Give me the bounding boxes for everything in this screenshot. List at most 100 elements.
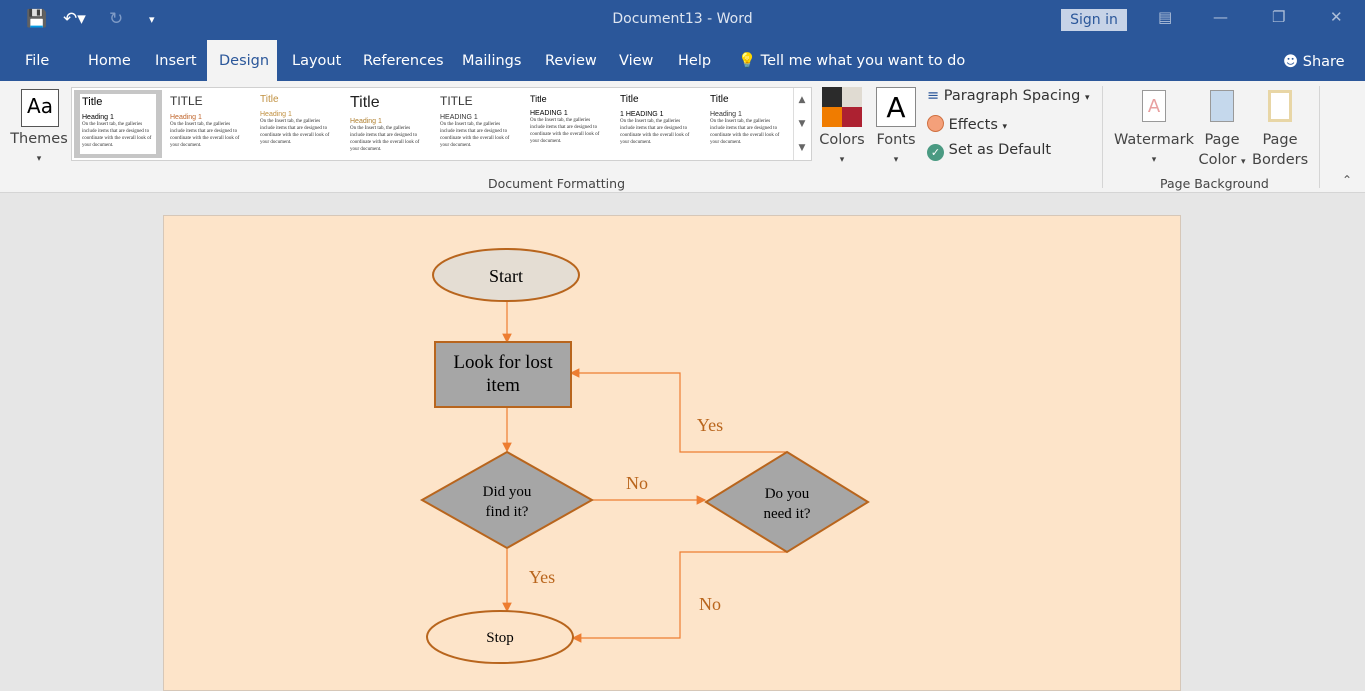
style-body: On the Insert tab, the galleries include… (82, 122, 152, 148)
theme-color-swatch (842, 107, 862, 127)
label-yes-loop: Yes (697, 415, 723, 435)
ribbon-display-icon[interactable]: ▤ (1158, 8, 1173, 26)
style-heading: Heading 1 (710, 111, 742, 118)
tab-home[interactable]: Home (88, 53, 131, 69)
customize-icon[interactable]: ▾ (149, 13, 155, 26)
page-background-group-label: Page Background (1160, 176, 1269, 191)
collapse-ribbon-icon[interactable]: ⌃ (1342, 173, 1353, 187)
style-title: Title (530, 94, 547, 104)
style-body: On the Insert tab, the galleries include… (710, 119, 780, 145)
theme-color-swatch (842, 87, 862, 107)
tab-references[interactable]: References (363, 53, 444, 69)
decision2-text-2: need it? (763, 506, 810, 522)
tell-me-label: Tell me what you want to do (760, 53, 966, 69)
tab-review[interactable]: Review (545, 53, 597, 69)
page-color-label-2: Color (1198, 152, 1237, 168)
watermark-icon: A (1142, 90, 1166, 122)
process-text-1: Look for lost (453, 352, 553, 373)
watermark-label: Watermark (1114, 132, 1194, 148)
watermark-button[interactable]: A Watermark ▾ (1113, 86, 1195, 168)
style-heading: HEADING 1 (440, 114, 478, 121)
style-heading: 1 HEADING 1 (620, 111, 664, 118)
document-formatting-group-label: Document Formatting (488, 176, 626, 191)
set-as-default-button[interactable]: ✓ Set as Default (927, 142, 1051, 161)
fonts-icon: A (876, 87, 916, 127)
tab-view[interactable]: View (619, 53, 654, 69)
style-title: Title (82, 96, 103, 108)
restore-icon[interactable]: ❐ (1272, 8, 1286, 26)
fonts-label: Fonts (876, 132, 916, 148)
page-color-icon (1210, 90, 1234, 122)
minimize-icon[interactable]: — (1213, 8, 1228, 26)
style-heading: Heading 1 (170, 114, 202, 121)
style-heading: HEADING 1 (530, 110, 568, 117)
paragraph-spacing-label: Paragraph Spacing (943, 88, 1081, 104)
decision-need-node[interactable] (704, 450, 870, 554)
stop-text: Stop (486, 630, 514, 646)
chevron-down-icon: ▾ (36, 154, 42, 164)
tell-me-search[interactable]: 💡 Tell me what you want to do (738, 40, 965, 82)
style-body: On the Insert tab, the galleries include… (440, 122, 510, 148)
decision1-text-1: Did you (483, 484, 532, 500)
tab-mailings[interactable]: Mailings (462, 53, 522, 69)
style-title: Title (710, 94, 729, 105)
gallery-scroll-down[interactable]: ▼ (793, 112, 810, 136)
page-borders-icon (1268, 90, 1292, 122)
theme-color-swatch (822, 87, 842, 107)
chevron-down-icon: ▾ (839, 155, 845, 165)
tab-layout[interactable]: Layout (292, 53, 342, 69)
tab-help[interactable]: Help (678, 53, 712, 69)
themes-icon: Aa (21, 89, 59, 127)
color-palette-icon (822, 87, 862, 127)
process-node[interactable] (434, 341, 572, 408)
tab-file[interactable]: File (25, 53, 50, 69)
fonts-button[interactable]: A Fonts ▾ (872, 86, 920, 166)
style-title: Title (620, 94, 639, 105)
save-icon[interactable]: 💾 (26, 9, 48, 29)
close-icon[interactable]: ✕ (1330, 8, 1343, 26)
tab-design[interactable]: Design (207, 40, 277, 81)
document-page[interactable]: Start Look for lost item Did you find it… (163, 215, 1181, 691)
themes-button[interactable]: Aa Themes ▾ (8, 87, 70, 167)
style-body: On the Insert tab, the galleries include… (620, 119, 690, 145)
stop-node[interactable] (426, 610, 574, 664)
redo-icon[interactable]: ↻ (109, 9, 124, 29)
style-heading: Heading 1 (82, 114, 114, 121)
gallery-scroll-up[interactable]: ▲ (793, 88, 810, 112)
undo-icon[interactable]: ↶▾ (63, 9, 86, 29)
document-title: Document13 - Word (612, 11, 753, 27)
sign-in-button[interactable]: Sign in (1061, 9, 1127, 31)
style-body: On the Insert tab, the galleries include… (170, 122, 240, 148)
title-bar: 💾 ↶▾ ↻ ▾ Document13 - Word Sign in ▤ — ❐… (0, 0, 1365, 40)
colors-button[interactable]: Colors ▾ (818, 86, 866, 166)
style-body: On the Insert tab, the galleries include… (350, 126, 420, 152)
label-no-down: No (699, 594, 721, 614)
lightbulb-icon: 💡 (738, 53, 757, 69)
start-text: Start (489, 266, 523, 286)
style-body: On the Insert tab, the galleries include… (260, 119, 330, 145)
effects-button[interactable]: Effects ▾ (927, 115, 1007, 133)
paragraph-spacing-button[interactable]: ≡ Paragraph Spacing ▾ (927, 88, 1090, 104)
tab-insert[interactable]: Insert (155, 53, 197, 69)
page-color-button[interactable]: Page Color ▾ (1196, 86, 1248, 168)
page-borders-label-2: Borders (1252, 152, 1309, 168)
page-borders-button[interactable]: Page Borders (1252, 86, 1308, 168)
start-node[interactable] (432, 248, 580, 302)
style-title: TITLE (440, 94, 473, 108)
gallery-more[interactable]: ▼ (793, 136, 810, 160)
page-color-label: Page (1204, 132, 1240, 148)
effects-label: Effects (948, 117, 998, 133)
decision-found-node[interactable] (419, 450, 595, 550)
decision2-text-1: Do you (765, 486, 810, 502)
share-button[interactable]: ☻ Share (1283, 40, 1345, 84)
arrow-no-to-stop (571, 551, 787, 643)
chevron-down-icon: ▾ (1151, 155, 1157, 165)
